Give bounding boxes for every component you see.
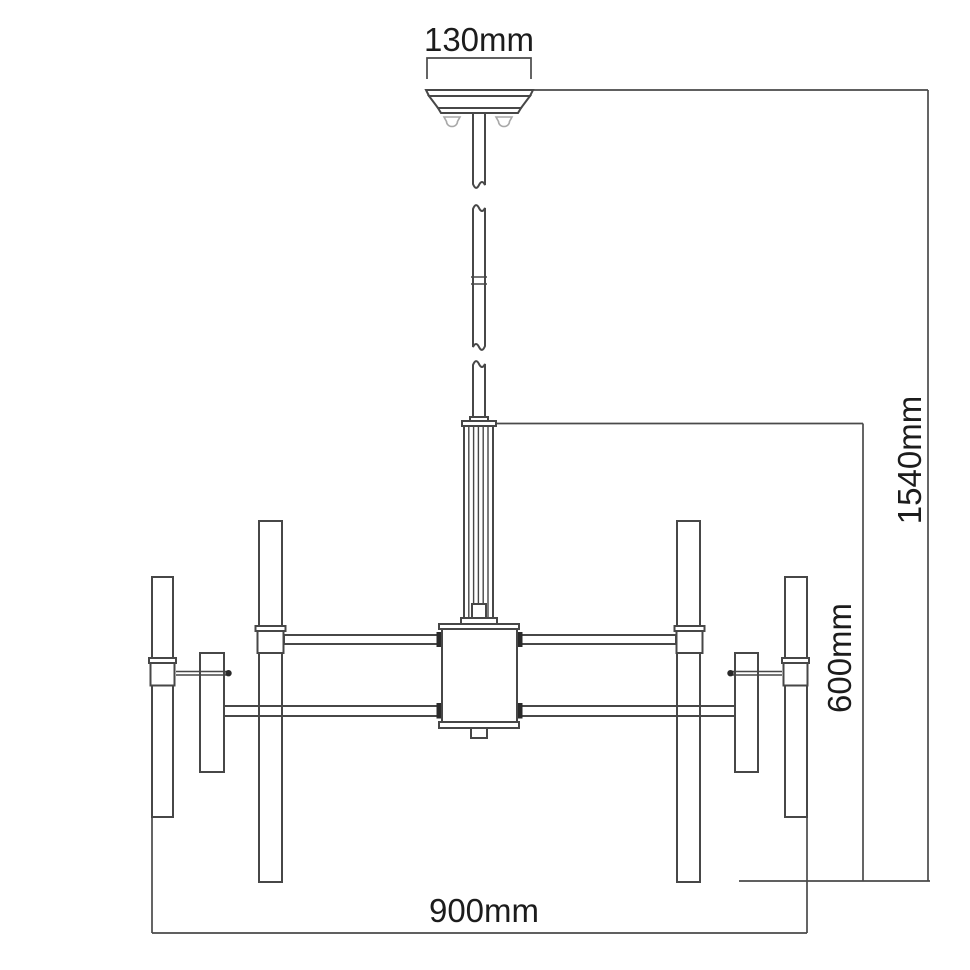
short-right-arm bbox=[731, 670, 782, 676]
dimension-fixture-width: 900mm bbox=[151, 817, 808, 934]
column-flute-lines bbox=[468, 426, 489, 618]
canopy-skirt bbox=[427, 95, 532, 109]
upper-right-arm-connector bbox=[516, 632, 523, 647]
short-right-arm-ball bbox=[727, 670, 734, 677]
canopy-screw-left bbox=[442, 116, 462, 128]
outer-right-socket bbox=[782, 662, 809, 687]
lower-right-arm-connector bbox=[516, 703, 523, 719]
upper-right-arm bbox=[516, 634, 677, 645]
lower-right-arm bbox=[516, 705, 736, 717]
central-column bbox=[460, 420, 498, 625]
canopy-width-bracket bbox=[426, 57, 532, 79]
inner-right-tube-lamp bbox=[676, 520, 701, 883]
column-inner-block bbox=[471, 603, 487, 619]
dimension-canopy-width: 130mm bbox=[424, 21, 534, 79]
short-left-arm-ball bbox=[225, 670, 232, 677]
outer-left-tube-lamp bbox=[151, 576, 174, 818]
outer-left-socket bbox=[149, 662, 176, 687]
canopy-screw-right bbox=[494, 116, 514, 128]
dimension-fixture-height: 600mm bbox=[497, 422, 864, 881]
rod-segment-upper bbox=[472, 113, 486, 189]
ceiling-canopy bbox=[424, 89, 535, 128]
outer-right-tube-lamp bbox=[784, 576, 808, 818]
suspension-rod bbox=[469, 113, 489, 422]
tube-sockets bbox=[148, 625, 810, 687]
body-bottom-finial bbox=[470, 727, 488, 739]
inner-right-socket bbox=[675, 630, 704, 654]
short-left-arm bbox=[176, 670, 228, 676]
fixture-height-label: 600mm bbox=[821, 603, 858, 713]
inner-left-tube-lamp bbox=[258, 520, 283, 883]
lower-left-arm bbox=[223, 705, 443, 717]
overall-height-label: 1540mm bbox=[891, 396, 928, 524]
upper-left-arm-connector bbox=[436, 632, 443, 647]
central-body bbox=[438, 623, 520, 739]
dimension-overall-height: 1540mm bbox=[533, 89, 930, 882]
canopy-width-label: 130mm bbox=[424, 21, 534, 58]
lower-left-arm-connector bbox=[436, 703, 443, 719]
canopy-rim bbox=[436, 107, 523, 114]
body-box bbox=[441, 628, 518, 723]
rod-coupler bbox=[471, 276, 487, 285]
upper-left-arm bbox=[283, 634, 443, 645]
inner-left-socket bbox=[256, 630, 285, 654]
rod-segment-lower bbox=[472, 360, 486, 418]
fixture-width-label: 900mm bbox=[429, 892, 539, 929]
tube-lamps bbox=[151, 520, 808, 883]
